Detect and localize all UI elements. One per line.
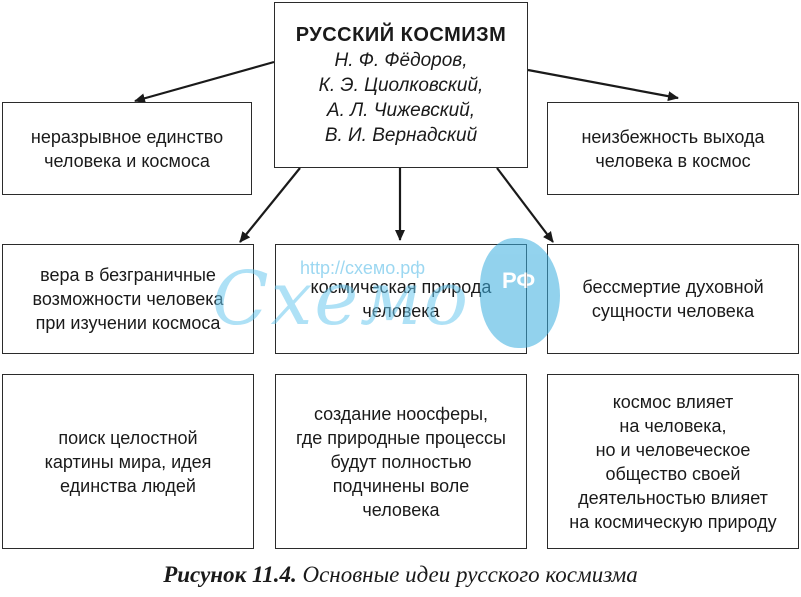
arrow-to-mid-left	[239, 167, 301, 243]
caption-label: Рисунок 11.4.	[163, 562, 297, 587]
arrow-to-right-top	[527, 68, 679, 102]
box-mid-center-text: космическая природа человека	[310, 277, 492, 321]
caption-text: Основные идеи русского космизма	[302, 562, 638, 587]
center-title: РУССКИЙ КОСМИЗМ	[295, 24, 507, 46]
box-left-top-text: неразрывное единство человека и космоса	[30, 126, 224, 171]
box-bottom-right: космос влияет на человека, но и человече…	[547, 374, 799, 549]
box-right-top: неизбежность выхода человека в космос	[547, 102, 799, 195]
box-mid-left: вера в безграничные возможности человека…	[2, 244, 254, 354]
box-mid-right: бессмертие духовной сущности человека	[547, 244, 799, 354]
figure-caption: Рисунок 11.4. Основные идеи русского кос…	[0, 562, 801, 588]
box-bottom-left-text: поиск целостной картины мира, идея единс…	[44, 427, 212, 496]
center-box: РУССКИЙ КОСМИЗМ Н. Ф. Фёдоров, К. Э. Цио…	[274, 2, 528, 168]
box-left-top: неразрывное единство человека и космоса	[2, 102, 252, 195]
box-mid-left-text: вера в безграничные возможности человека…	[32, 265, 224, 333]
center-authors: Н. Ф. Фёдоров, К. Э. Циолковский, А. Л. …	[318, 50, 484, 146]
box-bottom-center-text: создание ноосферы, где природные процесс…	[296, 403, 506, 520]
box-bottom-left: поиск целостной картины мира, идея единс…	[2, 374, 254, 549]
box-right-top-text: неизбежность выхода человека в космос	[581, 126, 765, 171]
box-mid-center: космическая природа человека	[275, 244, 527, 354]
arrow-to-left-top	[134, 60, 275, 104]
box-mid-right-text: бессмертие духовной сущности человека	[582, 277, 764, 321]
arrow-to-mid-right	[496, 167, 554, 243]
box-bottom-center: создание ноосферы, где природные процесс…	[275, 374, 527, 549]
box-bottom-right-text: космос влияет на человека, но и человече…	[569, 391, 777, 532]
